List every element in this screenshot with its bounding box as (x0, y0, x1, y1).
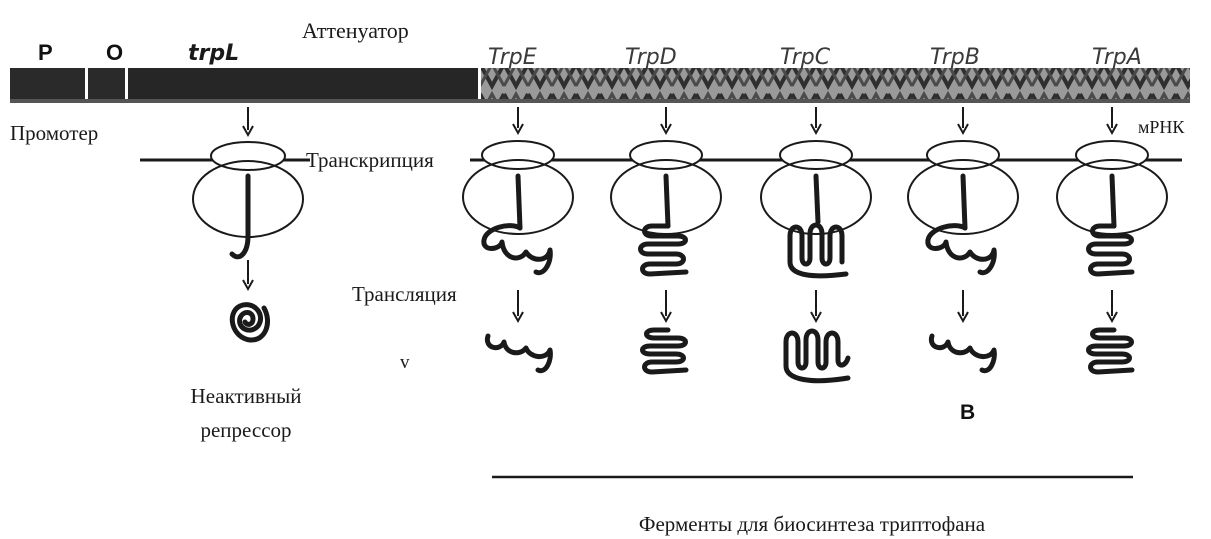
arrow-head-2 (1106, 311, 1118, 324)
dna-band-top-edge (10, 99, 1190, 103)
nascent-enzyme-chain (787, 222, 849, 279)
inactive-repressor-label-line1: Неактивный (191, 384, 302, 408)
gene-label-trpa: TrpA (1092, 45, 1142, 70)
operator-region-block (88, 68, 125, 102)
arrow-head-2 (512, 311, 524, 324)
enzyme-trpd (640, 327, 689, 375)
nascent-enzyme-chain (925, 223, 997, 276)
gene-label-trpe: TrpE (488, 45, 537, 70)
gene-label-trpb: TrpB (930, 45, 980, 70)
transcription-label: Транскрипция (306, 148, 434, 172)
gene-label-trpl: trpL (188, 41, 239, 66)
arrow-head-2 (660, 311, 672, 324)
promoter-region-block (10, 68, 85, 102)
enzyme-trpc (783, 328, 851, 384)
region-label-p: P (38, 40, 53, 65)
arrow-head (242, 125, 254, 138)
nascent-peptide (960, 173, 968, 231)
nascent-peptide (515, 173, 523, 231)
trpl-leader-block (128, 68, 478, 102)
nascent-enzyme-chain (1086, 223, 1135, 277)
inactive-repressor-label-line2: репрессор (200, 418, 291, 442)
enzyme-trpb (928, 333, 997, 374)
gene-label-trpd: TrpD (625, 45, 677, 70)
mrna-label: мРНК (1138, 117, 1185, 137)
ribosome-large-subunit (462, 159, 574, 235)
arrow-head-2 (242, 279, 254, 292)
translation-unit-trpe (462, 107, 574, 374)
arrow-head (660, 123, 672, 136)
arrow-head-2 (957, 311, 969, 324)
enzyme-trpe (484, 333, 553, 374)
repressor-unit (192, 107, 304, 343)
enzymes-caption: Ферменты для биосинтеза триптофана (639, 512, 986, 536)
enzyme-trpa (1086, 327, 1135, 375)
attenuator-label: Аттенуатор (302, 18, 409, 43)
arrow-head (1106, 123, 1118, 136)
structural-genes-helix-band (481, 68, 1190, 102)
arrow-head (957, 123, 969, 136)
nascent-peptide (229, 173, 251, 260)
nascent-enzyme-chain (481, 223, 553, 276)
gene-label-trpc: TrpC (780, 45, 831, 70)
nascent-peptide (663, 173, 671, 229)
b-mark: B (960, 401, 975, 424)
arrow-head (512, 123, 524, 136)
translation-unit-trpc (760, 107, 872, 384)
arrow-head (810, 123, 822, 136)
promoter-label: Промотер (10, 121, 98, 145)
dna-strand (10, 68, 1190, 103)
translation-unit-trpb (907, 107, 1019, 374)
ribosome-large-subunit (760, 159, 872, 235)
coiled-repressor-protein (229, 302, 270, 343)
ribosome-large-subunit (907, 159, 1019, 235)
nascent-peptide (1109, 173, 1117, 229)
region-label-o: O (106, 40, 123, 65)
nascent-peptide (813, 173, 821, 225)
translation-unit-trpd (610, 107, 722, 375)
translation-unit-trpa (1056, 107, 1168, 375)
arrow-head-2 (810, 311, 822, 324)
translation-label: Трансляция (352, 282, 457, 306)
v-mark: v (400, 352, 410, 373)
nascent-enzyme-chain (638, 223, 689, 277)
